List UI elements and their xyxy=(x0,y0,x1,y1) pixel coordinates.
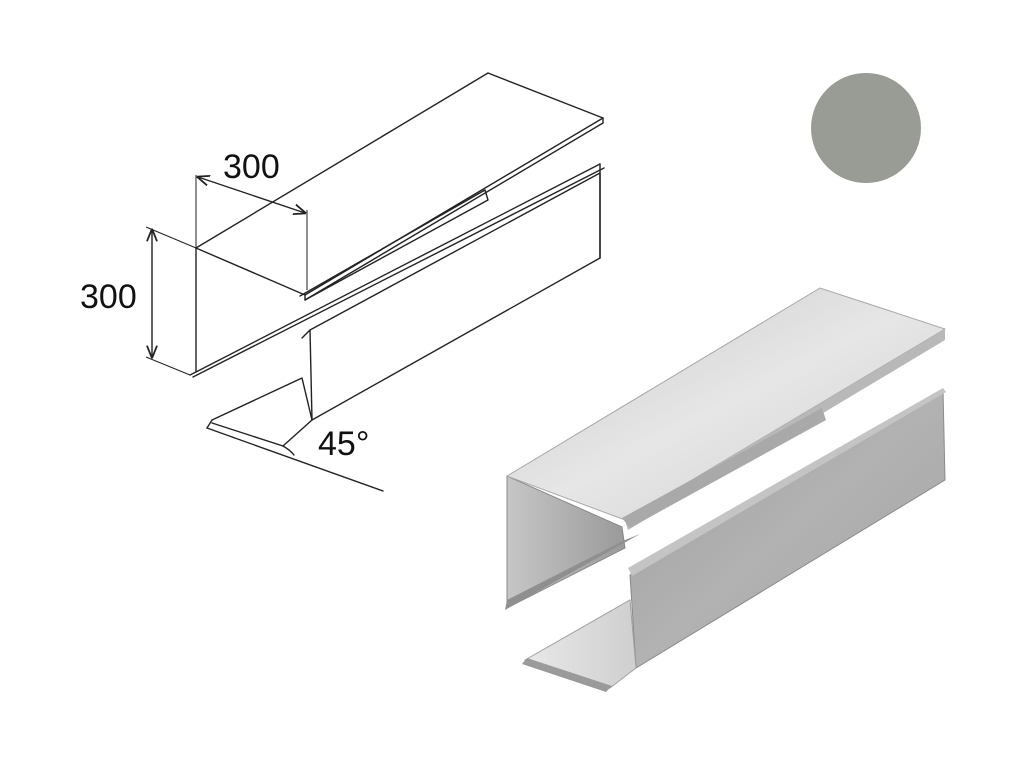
lower-bottom-edge xyxy=(206,419,213,429)
render-lower-top-edge xyxy=(628,388,946,576)
lower-bottom xyxy=(211,377,313,447)
lower-right-wall xyxy=(309,172,601,421)
lower-right-wall-top xyxy=(301,329,311,339)
upper-left-bottom xyxy=(195,163,601,373)
height-label: 300 xyxy=(80,278,137,316)
angle-label: 45° xyxy=(318,425,369,463)
render-upper-left-wall xyxy=(506,475,626,609)
dimension-width: 300 xyxy=(196,148,307,290)
upper-inner-lip xyxy=(299,189,489,301)
upper-left-wall xyxy=(189,247,197,376)
width-label: 300 xyxy=(223,148,280,186)
color-swatch xyxy=(811,73,921,183)
lower-floor xyxy=(206,427,384,492)
lower-floor-inner xyxy=(211,422,284,447)
line-drawing xyxy=(189,72,605,492)
render-upper-front-edge xyxy=(505,534,640,610)
render-lower-floor xyxy=(523,599,637,689)
angle-arc xyxy=(282,445,295,456)
upper-top-edge xyxy=(304,117,604,301)
dimension-height: 300 xyxy=(80,226,197,376)
render-lower-floor-edge xyxy=(522,658,612,692)
rendered-profile xyxy=(505,287,947,692)
render-upper-inner-lip xyxy=(622,408,826,528)
upper-left-bottom-2 xyxy=(192,167,605,378)
